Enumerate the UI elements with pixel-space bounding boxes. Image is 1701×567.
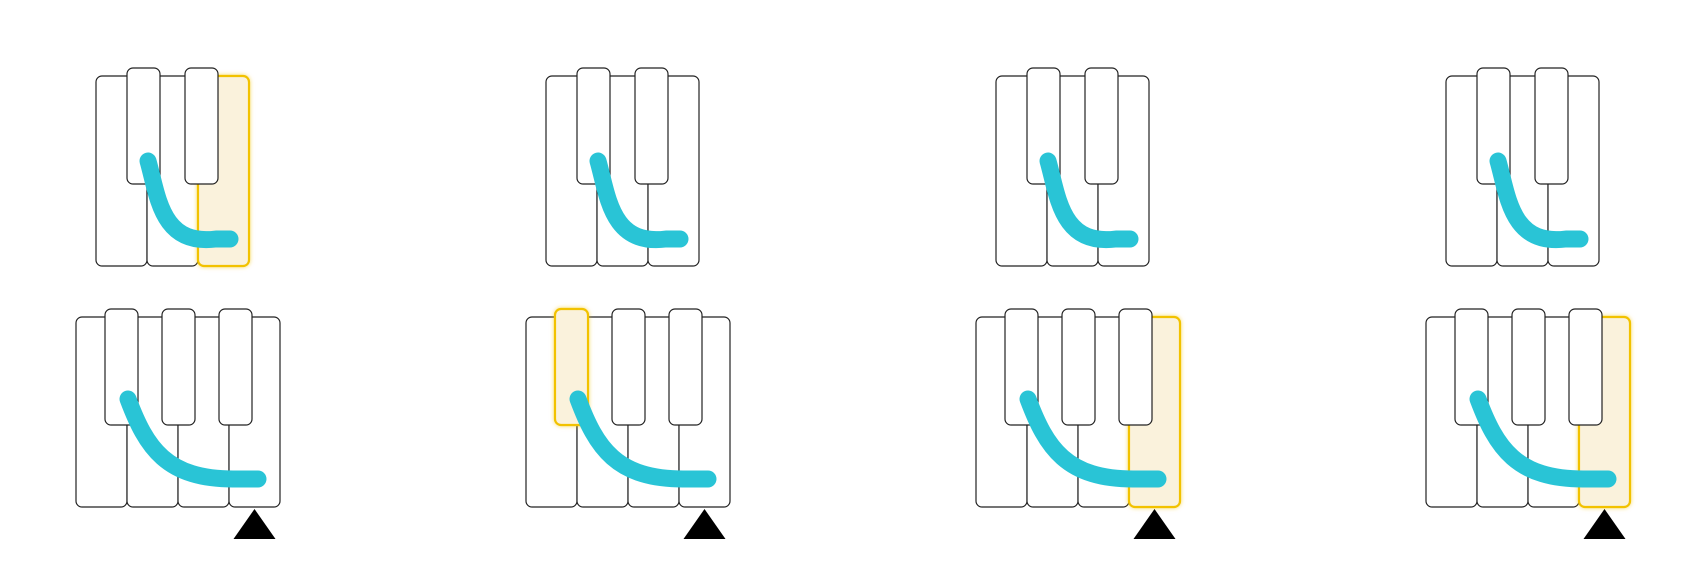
- keyboard-panel: [525, 307, 731, 539]
- black-key[interactable]: [1118, 308, 1153, 426]
- keyboard-panel: [95, 67, 251, 268]
- swipe-gesture-icon: [569, 390, 717, 488]
- swipe-gesture-icon: [1019, 390, 1167, 488]
- keyboard-panel: [75, 308, 281, 539]
- swipe-gesture-icon: [589, 152, 689, 249]
- up-arrow-triangle-icon: [683, 509, 726, 539]
- swipe-gesture-icon: [1489, 152, 1589, 249]
- up-arrow-triangle-icon: [1583, 509, 1626, 539]
- panels-grid: [75, 67, 1632, 539]
- black-key[interactable]: [1568, 308, 1603, 426]
- black-key[interactable]: [634, 67, 669, 185]
- keyboard-panel: [995, 67, 1150, 267]
- swipe-gesture-icon: [1039, 152, 1139, 249]
- keyboard-panel: [1445, 67, 1600, 267]
- black-key[interactable]: [184, 67, 219, 185]
- black-key[interactable]: [1511, 308, 1546, 426]
- black-key[interactable]: [218, 308, 253, 426]
- black-key[interactable]: [668, 308, 703, 426]
- keyboard-panel: [545, 67, 700, 267]
- black-key[interactable]: [161, 308, 196, 426]
- black-key[interactable]: [1534, 67, 1569, 185]
- swipe-gesture-icon: [1469, 390, 1617, 488]
- keyboard-panel: [1425, 308, 1632, 539]
- up-arrow-triangle-icon: [1133, 509, 1176, 539]
- swipe-gesture-icon: [139, 152, 239, 249]
- up-arrow-triangle-icon: [233, 509, 276, 539]
- swipe-gesture-icon: [119, 390, 267, 488]
- black-key[interactable]: [611, 308, 646, 426]
- keyboard-panel: [975, 308, 1182, 539]
- black-key[interactable]: [1084, 67, 1119, 185]
- black-key[interactable]: [1061, 308, 1096, 426]
